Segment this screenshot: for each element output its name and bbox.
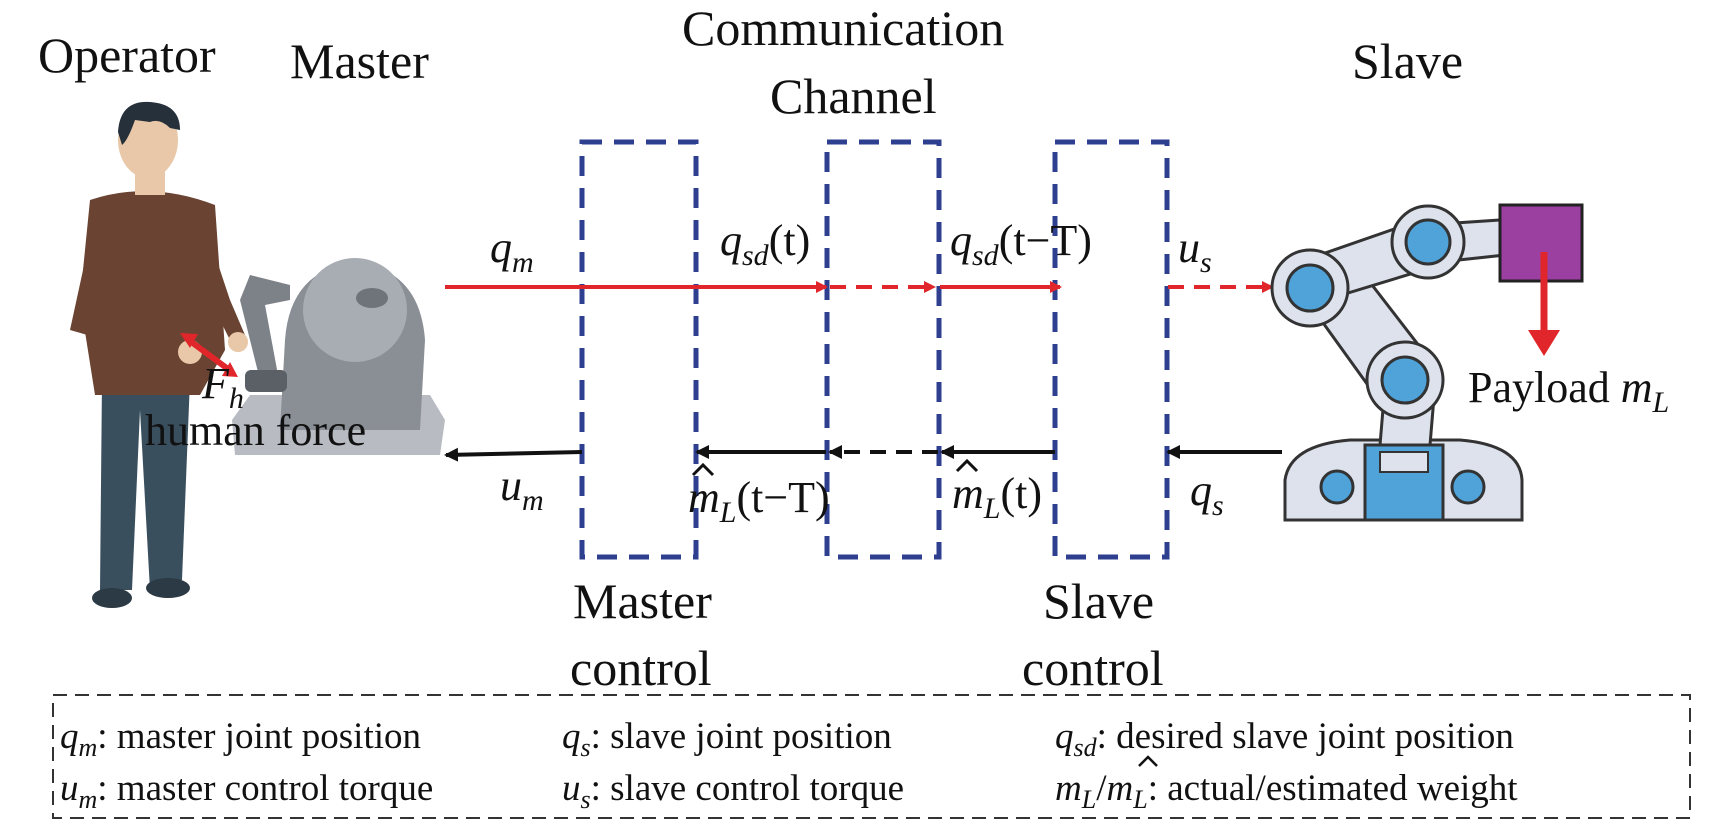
legend-qsd: qsd: desired slave joint position	[1055, 716, 1514, 762]
payload-gravity-arrow	[1528, 252, 1560, 356]
legend-qs: qs: slave joint position	[562, 716, 892, 762]
operator-figure	[70, 101, 248, 608]
feedback-signal-path	[444, 445, 1282, 462]
hat-mark-2	[955, 458, 979, 473]
channel-box	[824, 139, 942, 560]
slave-robot-arm	[1270, 204, 1524, 522]
heading-operator: Operator	[38, 27, 216, 83]
caption-slave-control-1: Slave	[1043, 573, 1154, 629]
human-force-arrow	[180, 333, 238, 377]
label-human-force: human force	[145, 406, 366, 455]
legend-weight: mL/mL: actual/estimated weight	[1055, 768, 1518, 814]
caption-master-control-1: Master	[573, 573, 712, 629]
label-qm: qm	[490, 223, 534, 279]
label-qs: qs	[1190, 466, 1224, 522]
label-us: us	[1178, 223, 1212, 279]
caption-master-control-2: control	[570, 640, 712, 696]
label-payload: Payload mL	[1468, 363, 1669, 419]
hat-mark-1	[691, 462, 715, 477]
heading-comm-line2: Channel	[770, 68, 937, 124]
slave-control-box	[1052, 139, 1170, 560]
heading-comm-line1: Communication	[682, 0, 1004, 56]
label-qsd-t-minus-T: qsd(t−T)	[950, 216, 1092, 272]
heading-master: Master	[290, 33, 429, 89]
caption-slave-control-2: control	[1022, 640, 1164, 696]
legend-box	[52, 694, 1691, 819]
label-Fh: Fh	[201, 359, 244, 415]
master-control-box	[579, 139, 699, 560]
legend-qm: qm: master joint position	[60, 716, 421, 762]
label-mhat-t-minus-T: mL(t−T)	[688, 473, 830, 529]
master-haptic-device	[232, 258, 445, 455]
label-um: um	[500, 461, 544, 517]
label-qsd-t: qsd(t)	[720, 216, 810, 272]
legend-um: um: master control torque	[60, 768, 433, 814]
heading-slave: Slave	[1352, 33, 1463, 89]
hat-mark-legend	[1138, 755, 1158, 767]
label-mhat-t: mL(t)	[952, 469, 1042, 525]
legend-us: us: slave control torque	[562, 768, 904, 814]
